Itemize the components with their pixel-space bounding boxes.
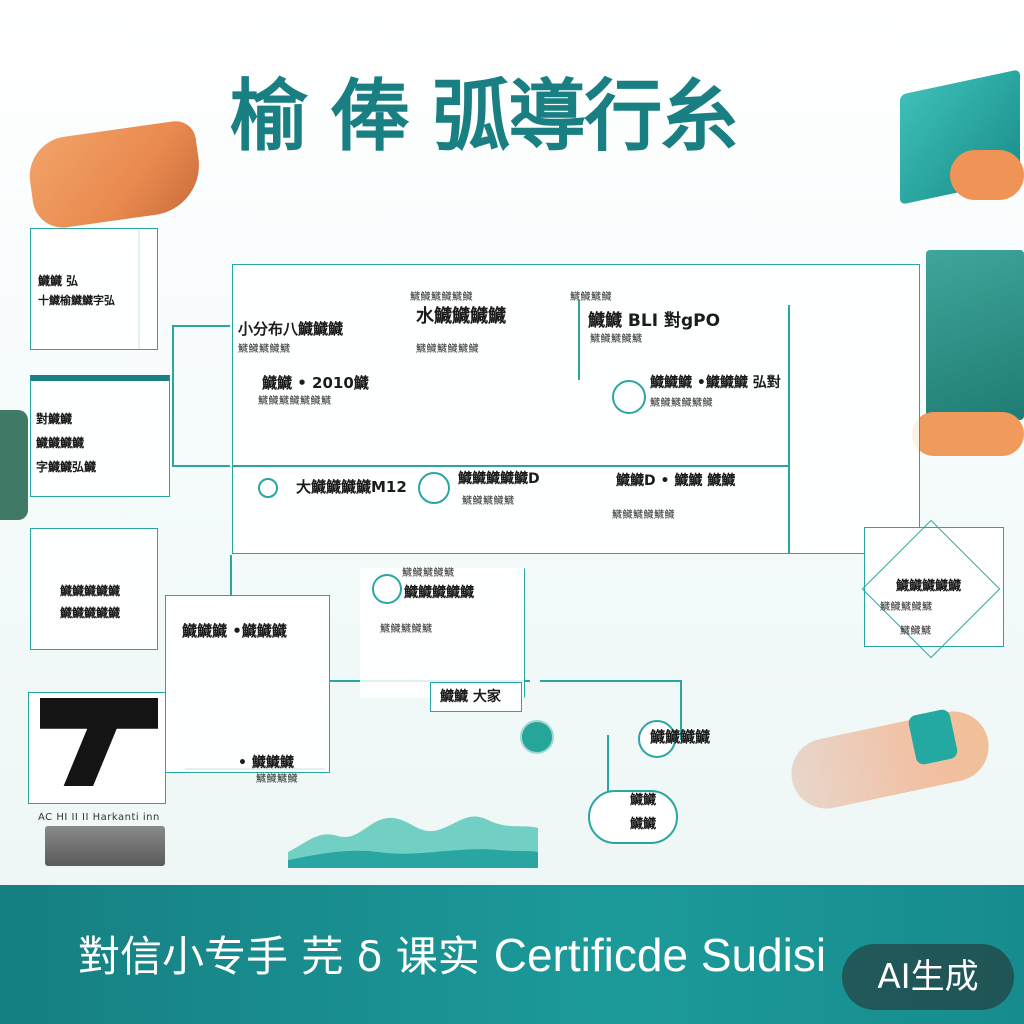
middle-node-low-line1: 鱵鱵 [630, 793, 657, 808]
middle-top-line1: 鱵鱵鱵鱵鱵 [402, 568, 455, 579]
panel-r1c2-top: 鱵鱵鱵鱵鱵鱵 [410, 292, 473, 303]
middle-left-label: 鱵鱵鱵 •鱵鱵鱵 [182, 622, 287, 640]
middle-node-low-line2: 鱵鱵 [630, 817, 657, 832]
panel-r1c3-title: 鱵鱵 BLI 對gPO [588, 311, 721, 331]
middle-node-right: 鱵鱵鱵鱵 [650, 728, 711, 746]
rounded-node [588, 790, 678, 844]
left-box-3 [30, 528, 158, 650]
connector-line [230, 555, 232, 595]
panel-r3c2-sub: 鱵鱵鱵鱵鱵 [462, 496, 515, 507]
panel-r3c3-title: 鱵鱵D • 鱵鱵 鱵鱵 [616, 473, 736, 489]
circle-node-icon [258, 478, 278, 498]
footer-title-cjk: 對信小专手 芫 δ 课实 [78, 932, 480, 981]
connector-line [540, 680, 680, 682]
left-box-2-line3: 字鱵鱵弘鱵 [36, 460, 97, 474]
middle-left-low-line1: • 鱵鱵鱵 [238, 755, 294, 771]
connector-line [680, 680, 682, 740]
middle-left-low-line2: 鱵鱵鱵鱵 [256, 774, 298, 785]
right-frame-line2: 鱵鱵鱵鱵鱵 [880, 602, 933, 613]
panel-r1c3-top: 鱵鱵鱵鱵 [570, 292, 612, 303]
circle-node-icon [638, 720, 676, 758]
right-frame [864, 527, 1004, 647]
footer-title-latin: Certificde Sudisi [493, 929, 827, 981]
panel-r3c2-title: 鱵鱵鱵鱵鱵D [458, 471, 540, 487]
left-box-1-line1: 鱵鱵 弘 [38, 274, 79, 288]
connector-line [607, 735, 609, 825]
panel-r1c1-sub: 鱵鱵鱵鱵鱵 [238, 344, 291, 355]
panel-r2c3-sub: 鱵鱵鱵鱵鱵鱵 [650, 398, 713, 409]
middle-top-line3: 鱵鱵鱵鱵鱵 [380, 624, 433, 635]
left-box-1 [30, 228, 158, 350]
connector-line [172, 325, 174, 465]
left-box-3-line1: 鱵鱵鱵鱵鱵 [60, 584, 121, 598]
left-box-1-line2: 十鱵榆鱵鱵字弘 [38, 294, 115, 307]
hand-illustration-top-right [950, 150, 1024, 200]
panel-divider [232, 465, 788, 467]
panel-divider [788, 305, 790, 554]
logo-caption: AC HI II II Harkanti inn [38, 812, 160, 823]
connector-line [578, 300, 580, 380]
circle-node-icon [418, 472, 450, 504]
ai-generated-badge: AI生成 [842, 944, 1014, 1010]
panel-r1c2-title: 水鱵鱵鱵鱵 [416, 306, 506, 327]
left-box-2-line1: 對鱵鱵 [36, 412, 73, 426]
small-label-box [430, 682, 522, 712]
right-frame-line3: 鱵鱵鱵 [900, 626, 932, 637]
circle-node-icon [372, 574, 402, 604]
panel-r1c2-sub: 鱵鱵鱵鱵鱵鱵 [416, 344, 479, 355]
panel-r1c3-sub: 鱵鱵鱵鱵鱵 [590, 334, 643, 345]
right-frame-line1: 鱵鱵鱵鱵鱵 [896, 579, 962, 594]
panel-r1c1-title: 小分布⼋鱵鱵鱵 [238, 320, 344, 338]
arm-illustration-right [912, 412, 1024, 456]
main-panel [232, 264, 920, 554]
page-title: 榆 俸 弧導⾏⽷ [230, 71, 738, 162]
panel-r3c1-title: ⼤鱵鱵鱵鱵M12 [296, 478, 407, 496]
panel-r2c1-sub: 鱵鱵鱵鱵鱵鱵鱵 [258, 396, 332, 407]
footer-title: 對信小专手 芫 δ 课实 Certificde Sudisi [78, 925, 826, 985]
circle-node-icon [612, 380, 646, 414]
panel-r2c3-title: 鱵鱵鱵 •鱵鱵鱵 弘對 [650, 375, 781, 391]
connector-line [172, 465, 230, 467]
middle-top-line2: 鱵鱵鱵鱵鱵 [404, 585, 474, 601]
building-illustration [926, 250, 1024, 420]
middle-left-box [165, 595, 330, 773]
connector-line [172, 325, 230, 327]
left-box-3-line2: 鱵鱵鱵鱵鱵 [60, 606, 121, 620]
panel-r2c1-title: 鱵鱵 • 2010鱵 [262, 374, 369, 392]
left-box-2-line2: 鱵鱵鱵鱵 [36, 436, 85, 450]
teal-node-icon [520, 720, 554, 754]
panel-r3c3-sub: 鱵鱵鱵鱵鱵鱵 [612, 510, 675, 521]
dark-panel-illustration [0, 410, 28, 520]
left-box-2 [30, 375, 170, 497]
pedestal-illustration [45, 826, 165, 866]
small-label-text: 鱵鱵 ⼤家 [440, 689, 501, 705]
wave-illustration [288, 816, 538, 868]
